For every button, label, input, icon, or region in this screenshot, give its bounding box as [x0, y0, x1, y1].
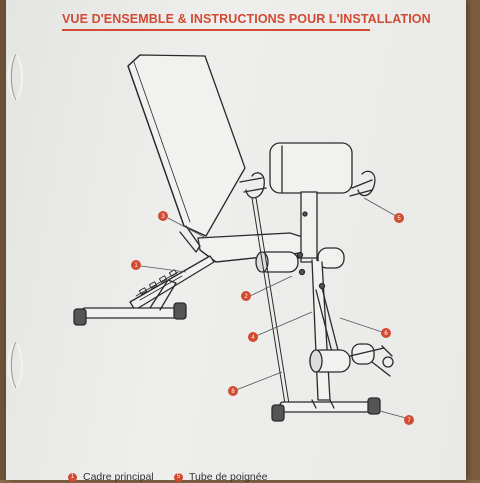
title-underline: [62, 29, 370, 31]
callout-8-marker: [228, 386, 238, 396]
legend-item-5: 5 Tube de poignée: [174, 471, 267, 483]
callout-4-marker: [248, 332, 258, 342]
callout-2-marker: [241, 291, 251, 301]
callout-5-label: 5: [397, 216, 401, 222]
arm-post: [300, 191, 318, 263]
callout-5-marker: [394, 213, 404, 223]
callout-7-label: 7: [407, 418, 411, 424]
callout-6-marker: [381, 328, 391, 338]
legend-text-1: Cadre principal: [83, 471, 154, 483]
handle-tube: [251, 197, 291, 411]
legend-text-5: Tube de poignée: [189, 471, 268, 483]
callout-1-label: 1: [134, 263, 138, 269]
backrest-pad: [127, 54, 246, 237]
binding-ring-top: [7, 53, 23, 101]
callout-6-label: 6: [384, 331, 388, 337]
legend-item-1: 1 Cadre principal: [68, 471, 154, 483]
page-title: VUE D'ENSEMBLE & INSTRUCTIONS POUR L'INS…: [62, 12, 431, 26]
callout-3-marker: [158, 211, 168, 221]
callout-8-label: 8: [231, 389, 235, 395]
callout-1-marker: [131, 260, 141, 270]
front-leg: [311, 259, 331, 401]
legend-number-5: 5: [174, 472, 183, 482]
callout-7-marker: [404, 415, 414, 425]
rear-stabilizer: [81, 307, 183, 319]
callout-3-label: 3: [161, 214, 165, 220]
callout-4-label: 4: [251, 335, 255, 341]
legend-number-1: 1: [68, 472, 77, 482]
main-frame: [129, 255, 215, 311]
front-stabilizer: [279, 401, 373, 413]
callout-2-label: 2: [244, 294, 248, 300]
binding-ring-bottom: [7, 341, 23, 389]
